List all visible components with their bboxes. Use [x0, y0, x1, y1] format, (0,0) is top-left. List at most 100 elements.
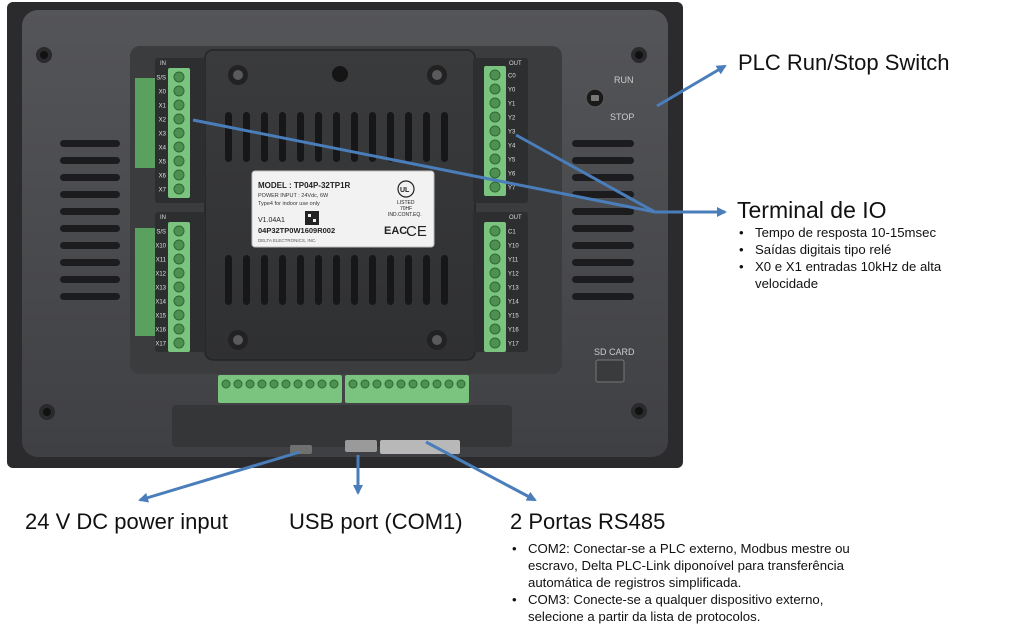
terminal-pin-label: Y2: [508, 116, 516, 122]
terminal-pin-label: X7: [159, 188, 167, 194]
terminal-screw: [173, 281, 185, 293]
terminal-pin-label: X17: [155, 342, 166, 348]
terminal-pin-label: Y6: [508, 172, 516, 178]
terminal-screw: [489, 83, 501, 95]
terminal-screw: [173, 337, 185, 349]
arrow-rs485: [425, 440, 537, 502]
terminal-screw: [489, 253, 501, 265]
terminal-screw: [360, 379, 370, 389]
terminal-pin-label: Y16: [508, 328, 519, 334]
terminal-screw: [372, 379, 382, 389]
callout-usb-title: USB port (COM1): [289, 509, 463, 534]
label-version: V1.04A1: [258, 217, 285, 224]
label-model: MODEL : TP04P-32TP1R: [258, 181, 351, 190]
terminal-pin-label: X16: [155, 328, 166, 334]
terminal-screw: [173, 323, 185, 335]
terminal-screw: [173, 71, 185, 83]
arrow-io-left: [192, 118, 656, 214]
terminal-pin-label: Y1: [508, 102, 516, 108]
label-eac: EAC: [384, 225, 407, 237]
terminal-screw: [173, 239, 185, 251]
terminal-screw: [173, 267, 185, 279]
block-label-in-bottom: IN: [160, 215, 166, 221]
ul-logo: [397, 180, 415, 198]
block-label-out-top: OUT: [509, 61, 522, 67]
terminal-pin-label: Y17: [508, 342, 519, 348]
terminal-screw: [257, 379, 267, 389]
terminal-screw: [489, 111, 501, 123]
terminal-pin-label: X6: [159, 174, 167, 180]
terminal-pin-label: X11: [156, 258, 167, 264]
terminal-pin-label: Y11: [508, 258, 519, 264]
center-vents-top: [225, 112, 448, 162]
terminal-pin-label: Y14: [508, 300, 519, 306]
label-code: 70HF: [400, 206, 412, 212]
terminal-pin-label: X4: [159, 146, 167, 152]
terminal-pin-label: Y5: [508, 158, 516, 164]
callout-arrows: [138, 64, 727, 503]
callout-run-stop-title: PLC Run/Stop Switch: [738, 50, 950, 75]
terminal-pin-label: Y0: [508, 88, 516, 94]
terminal-screw: [489, 69, 501, 81]
terminal-screw: [173, 295, 185, 307]
terminal-screw: [489, 309, 501, 321]
terminal-screw: [444, 379, 454, 389]
usb-connector: [345, 440, 377, 452]
terminal-screw: [489, 239, 501, 251]
terminal-pin-label: X13: [155, 286, 166, 292]
terminal-screw: [173, 141, 185, 153]
terminal-screw: [221, 379, 231, 389]
terminal-pin-label: Y13: [508, 286, 519, 292]
io-bullet: Saídas digitais tipo relé: [737, 241, 972, 258]
terminal-screw: [489, 167, 501, 179]
terminal-screw: [432, 379, 442, 389]
terminal-screw: [489, 153, 501, 165]
terminal-pin-label: S/S: [156, 76, 166, 82]
sd-card-slot: [595, 359, 625, 383]
terminal-screw: [489, 295, 501, 307]
terminal-pin-label: X14: [155, 300, 166, 306]
label-serial: 04P32TP0W1609R002: [258, 226, 335, 235]
label-maker: DELTA ELECTRONICS, INC.: [258, 238, 316, 243]
panel-screws: [228, 65, 447, 350]
terminal-pin-label: X10: [155, 244, 166, 250]
terminal-pin-label: X5: [159, 160, 167, 166]
terminal-screw: [420, 379, 430, 389]
terminal-pin-label: X3: [159, 132, 167, 138]
bottom-terminal-strip-right: [345, 375, 469, 403]
terminal-pin-label: X2: [159, 118, 167, 124]
terminal-pin-label: X1: [159, 104, 167, 110]
terminal-pin-label: Y3: [508, 130, 516, 136]
terminal-screw: [396, 379, 406, 389]
terminal-screw: [173, 169, 185, 181]
rs485-bullet: COM2: Conectar-se a PLC externo, Modbus …: [510, 540, 880, 591]
terminal-screw: [348, 379, 358, 389]
block-label-out-bottom: OUT: [509, 215, 522, 221]
label-indoor: Type4 for indoor use only: [258, 201, 320, 207]
terminal-screw: [173, 127, 185, 139]
switch-stop-label: STOP: [610, 112, 634, 122]
label-ind: IND.CONT.EQ.: [388, 212, 422, 218]
terminal-pin-label: X12: [155, 272, 166, 278]
terminal-body: [345, 375, 469, 403]
terminal-screw: [173, 99, 185, 111]
terminal-screw: [489, 267, 501, 279]
arrow-power: [138, 450, 301, 503]
label-ce: CE: [406, 223, 427, 240]
callout-rs485-title: 2 Portas RS485: [510, 509, 666, 534]
terminal-pin-label: C0: [508, 74, 516, 80]
arrow-io-right: [515, 133, 656, 214]
right-vents: [572, 140, 634, 300]
label-ul: UL: [400, 187, 410, 194]
terminal-body: [218, 375, 342, 403]
terminal-screw: [408, 379, 418, 389]
terminal-screw: [245, 379, 255, 389]
terminal-pin-label: Y4: [508, 144, 516, 150]
callout-rs485-bullets: COM2: Conectar-se a PLC externo, Modbus …: [510, 540, 880, 625]
terminal-screw: [489, 125, 501, 137]
terminal-pin-label: Y10: [508, 244, 519, 250]
